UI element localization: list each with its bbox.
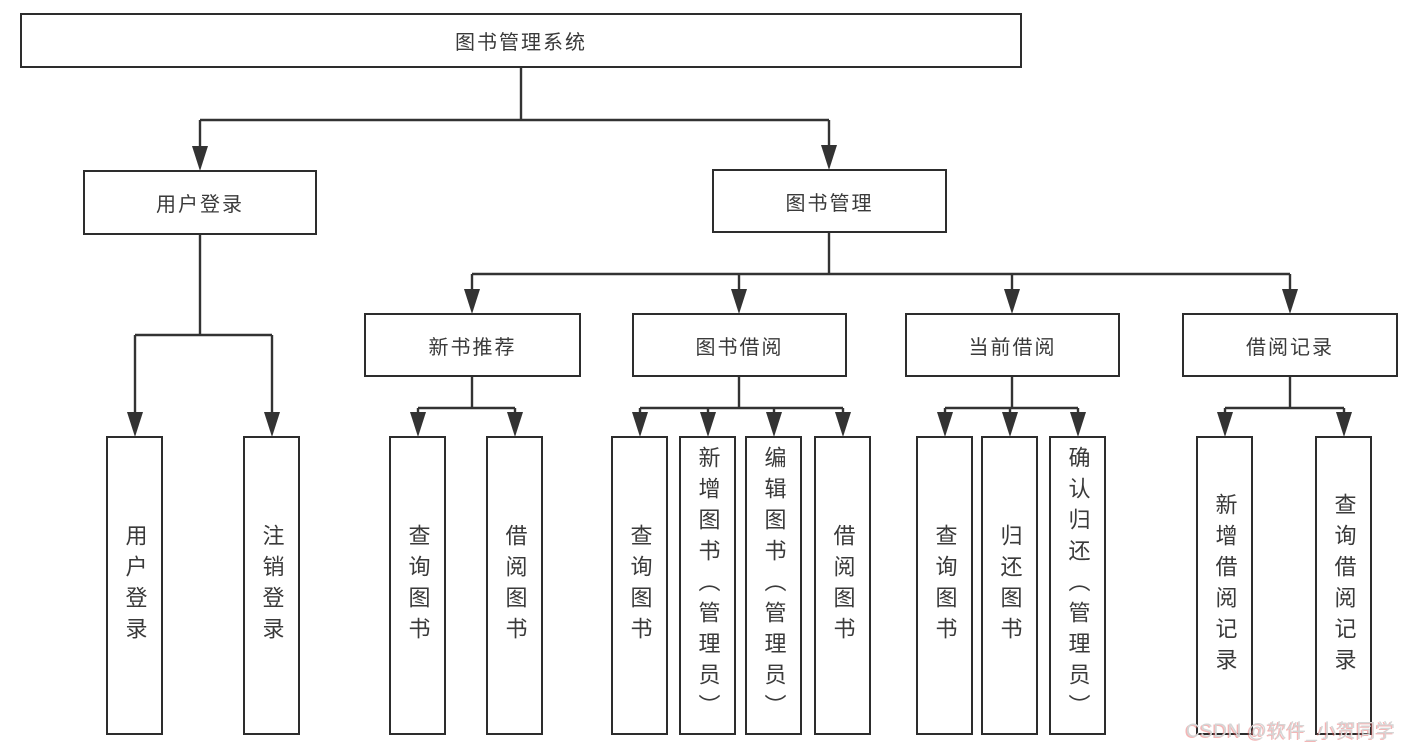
- leaf-logout-label: 注销登录: [259, 523, 285, 648]
- leaf-record-query-label: 查询借阅记录: [1331, 492, 1357, 679]
- leaf-borrow-add-books-admin-label: 新增图书（管理员）: [695, 446, 721, 725]
- connector-borrow-record-children: [1217, 377, 1352, 437]
- node-new-book-recommend: 新书推荐: [364, 313, 581, 377]
- leaf-user-login: 用户登录: [106, 436, 163, 735]
- node-root-label: 图书管理系统: [455, 32, 587, 54]
- leaf-logout: 注销登录: [243, 436, 300, 735]
- leaf-borrow-borrow-books: 借阅图书: [814, 436, 871, 735]
- leaf-recommend-borrow-books: 借阅图书: [486, 436, 543, 735]
- leaf-borrow-edit-books-admin-label: 编辑图书（管理员）: [761, 446, 787, 725]
- connector-book-borrow-children: [632, 377, 851, 437]
- leaf-current-confirm-return-admin-label: 确认归还（管理员）: [1065, 446, 1091, 725]
- leaf-current-query-books-label: 查询图书: [932, 523, 958, 648]
- leaf-borrow-query-books-label: 查询图书: [627, 523, 653, 648]
- leaf-record-add: 新增借阅记录: [1196, 436, 1253, 735]
- node-book-management-label: 图书管理: [785, 192, 874, 215]
- node-borrow-record: 借阅记录: [1182, 313, 1398, 377]
- node-current-borrow: 当前借阅: [905, 313, 1120, 377]
- connector-new-book-recommend-children: [410, 377, 523, 437]
- connector-current-borrow-children: [937, 377, 1086, 437]
- leaf-recommend-query-books: 查询图书: [389, 436, 446, 735]
- node-root-library-system: 图书管理系统: [20, 13, 1022, 68]
- connector-root-to-level2: [192, 68, 837, 171]
- leaf-current-return-books-label: 归还图书: [997, 523, 1023, 648]
- leaf-record-add-label: 新增借阅记录: [1212, 492, 1238, 679]
- leaf-recommend-query-books-label: 查询图书: [405, 523, 431, 648]
- node-borrow-record-label: 借阅记录: [1246, 336, 1334, 359]
- leaf-borrow-edit-books-admin: 编辑图书（管理员）: [745, 436, 802, 735]
- node-book-borrow-label: 图书借阅: [695, 336, 784, 359]
- leaf-recommend-borrow-books-label: 借阅图书: [502, 523, 528, 648]
- node-book-management: 图书管理: [712, 169, 947, 233]
- node-user-login: 用户登录: [83, 170, 317, 235]
- leaf-borrow-add-books-admin: 新增图书（管理员）: [679, 436, 736, 735]
- leaf-current-query-books: 查询图书: [916, 436, 973, 735]
- node-user-login-label: 用户登录: [156, 194, 244, 216]
- node-book-borrow: 图书借阅: [632, 313, 847, 377]
- node-current-borrow-label: 当前借阅: [968, 336, 1057, 359]
- leaf-borrow-query-books: 查询图书: [611, 436, 668, 735]
- leaf-current-return-books: 归还图书: [981, 436, 1038, 735]
- connector-book-management-children: [464, 232, 1298, 314]
- connector-user-login-children: [127, 235, 280, 437]
- leaf-borrow-borrow-books-label: 借阅图书: [830, 523, 856, 648]
- leaf-current-confirm-return-admin: 确认归还（管理员）: [1049, 436, 1106, 735]
- node-new-book-recommend-label: 新书推荐: [428, 336, 517, 359]
- csdn-watermark: CSDN @软件_小贺同学: [1186, 721, 1396, 742]
- leaf-record-query: 查询借阅记录: [1315, 436, 1372, 735]
- leaf-user-login-label: 用户登录: [122, 523, 148, 648]
